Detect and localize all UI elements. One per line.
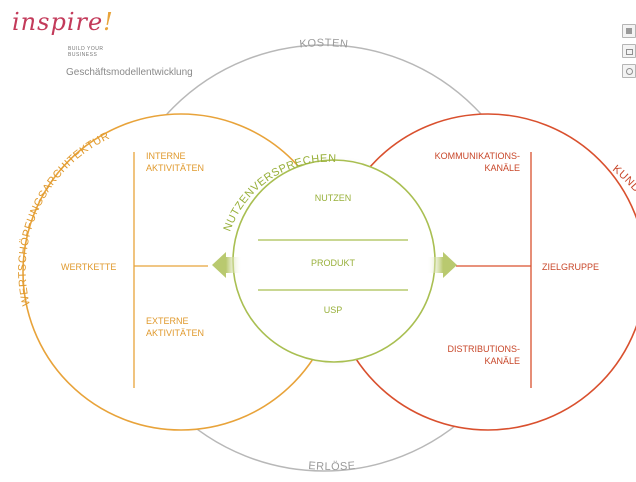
internal-activities-label-2: AKTIVITÄTEN — [146, 163, 204, 173]
communication-channels-label-2: KANÄLE — [484, 163, 520, 173]
product-label: PRODUKT — [311, 258, 356, 268]
revenues-arc-label: ERLÖSE — [308, 460, 356, 473]
page-subtitle: Geschäftsmodellentwicklung — [66, 67, 193, 78]
target-group-label: ZIELGRUPPE — [542, 262, 599, 272]
export-icon[interactable] — [622, 44, 636, 58]
external-activities-label-2: AKTIVITÄTEN — [146, 328, 204, 338]
external-activities-label-1: EXTERNE — [146, 316, 189, 326]
costs-arc-label: KOSTEN — [299, 37, 349, 50]
value-chain-label: WERTKETTE — [61, 262, 116, 272]
internal-activities-label-1: INTERNE — [146, 151, 186, 161]
logo-tagline-line1: BUILD YOUR — [68, 46, 104, 52]
logo-tagline: BUILD YOUR BUSINESS — [68, 46, 103, 58]
logo-tagline-line2: BUSINESS — [68, 52, 98, 58]
logo-word: inspire — [12, 8, 104, 36]
usp-label: USP — [324, 305, 343, 315]
communication-channels-label-1: KOMMUNIKATIONS- — [435, 151, 520, 161]
logo-mark: ! — [103, 8, 114, 36]
benefit-label: NUTZEN — [315, 193, 352, 203]
search-icon[interactable] — [622, 64, 636, 78]
inspire-logo: inspire! — [12, 8, 114, 36]
right-arrow-icon — [427, 252, 457, 278]
distribution-channels-label-1: DISTRIBUTIONS- — [447, 344, 520, 354]
puzzle-icon[interactable] — [622, 24, 636, 38]
side-toolbar — [622, 24, 636, 84]
left-arrow-icon — [212, 252, 242, 278]
distribution-channels-label-2: KANÄLE — [484, 356, 520, 366]
